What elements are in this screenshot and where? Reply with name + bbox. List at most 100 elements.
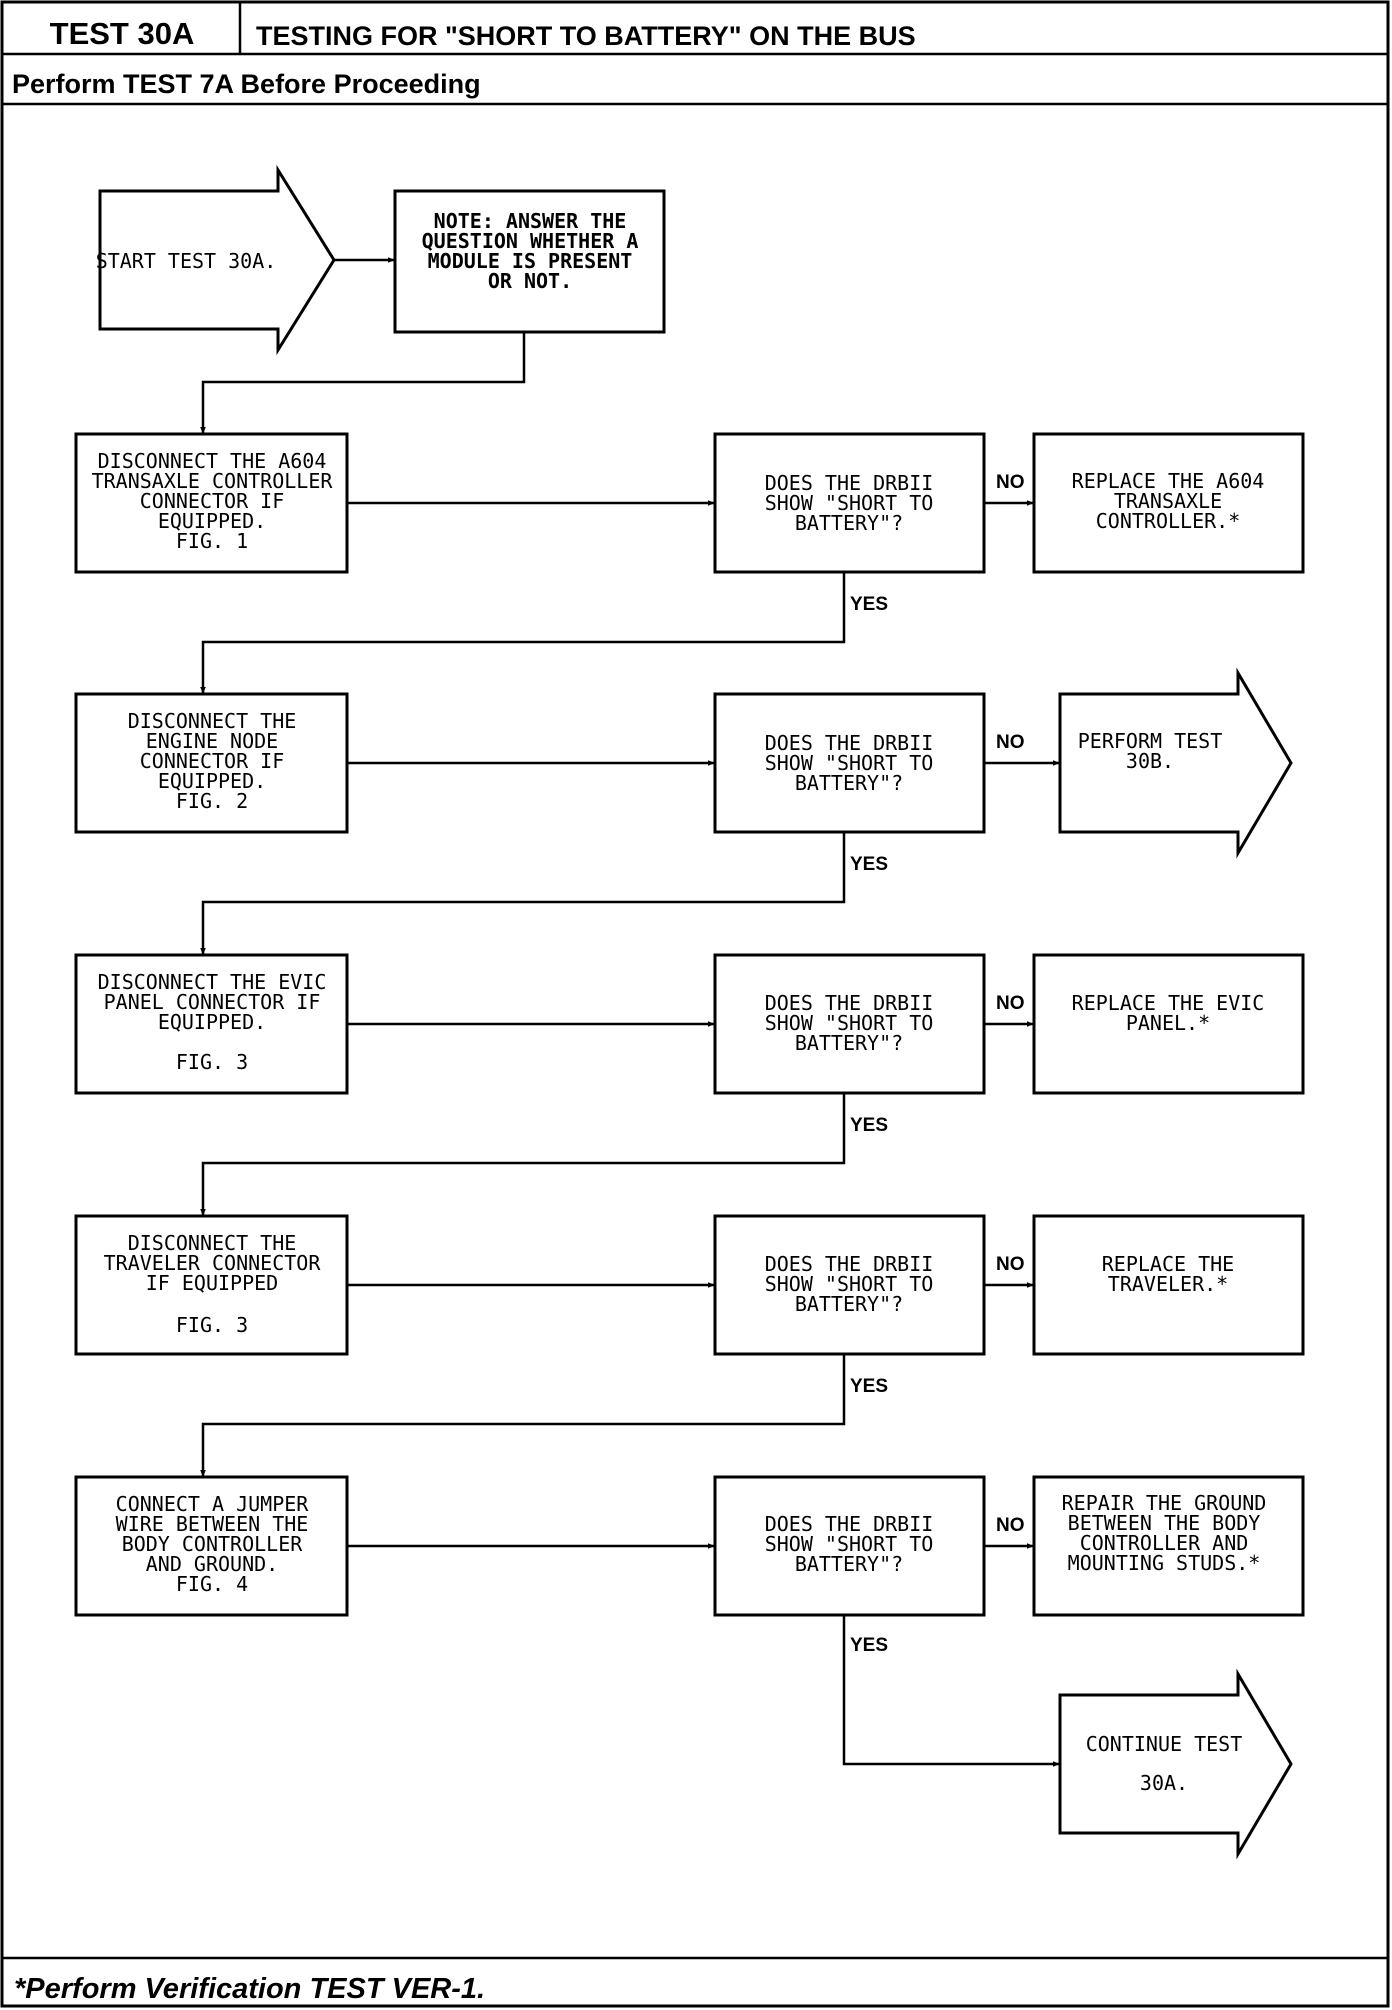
action-line: EQUIPPED. [158,509,266,533]
connector-yes [200,832,846,955]
question-line: BATTERY"? [795,511,903,535]
question-line: SHOW "SHORT TO [765,1272,934,1296]
action-line: EQUIPPED. [158,769,266,793]
question-line: DOES THE DRBII [765,1512,934,1536]
result-line: 30B. [1126,749,1174,773]
question-line: DOES THE DRBII [765,731,934,755]
question-line: BATTERY"? [795,771,903,795]
note-line: MODULE IS PRESENT [428,249,633,273]
action-line: CONNECTOR IF [140,489,285,513]
action-line: ENGINE NODE [146,729,278,753]
result-line: TRAVELER.* [1108,1272,1228,1296]
result-line: MOUNTING STUDS.* [1068,1551,1261,1575]
footer-note: *Perform Verification TEST VER-1. [14,1973,485,2005]
question-line: DOES THE DRBII [765,991,934,1015]
yes-label: YES [850,854,888,875]
question-line: SHOW "SHORT TO [765,491,934,515]
step-4: DISCONNECT THE TRAVELER CONNECTOR IF EQU… [74,1214,1305,1477]
result-line: REPLACE THE [1102,1252,1234,1276]
yes-label: YES [850,1635,888,1656]
action-line: FIG. 3 [176,1313,248,1337]
result-line: REPLACE THE EVIC [1072,991,1265,1015]
no-label: NO [996,1515,1025,1536]
note-line: NOTE: ANSWER THE [434,209,627,233]
no-label: NO [996,993,1025,1014]
question-line: DOES THE DRBII [765,1252,934,1276]
note-line: QUESTION WHETHER A [422,229,639,253]
action-line: DISCONNECT THE A604 [98,449,327,473]
note-line: OR NOT. [488,269,572,293]
end-line: 30A. [1140,1771,1188,1795]
action-line: FIG. 3 [176,1050,248,1074]
action-line: FIG. 2 [176,789,248,813]
connector-yes [842,1615,1060,1767]
action-line: DISCONNECT THE [128,709,297,733]
yes-label: YES [850,1376,888,1397]
result-line: REPLACE THE A604 [1072,469,1265,493]
result-box-3 [1032,953,1305,1095]
test-id: TEST 30A [50,16,195,51]
page-title: TESTING FOR "SHORT TO BATTERY" ON THE BU… [256,21,916,51]
step-1: DISCONNECT THE A604 TRANSAXLE CONTROLLER… [74,432,1305,694]
action-line: CONNECT A JUMPER [116,1492,310,1516]
yes-label: YES [850,594,888,615]
step-3: DISCONNECT THE EVIC PANEL CONNECTOR IF E… [74,953,1305,1216]
end-line: CONTINUE TEST [1086,1732,1243,1756]
action-line: CONNECTOR IF [140,749,285,773]
result-box-1 [1032,432,1305,574]
action-line: DISCONNECT THE [128,1231,297,1255]
yes-label: YES [850,1115,888,1136]
question-box-1 [713,432,986,574]
question-box-2 [713,692,986,834]
action-line: PANEL CONNECTOR IF [104,990,321,1014]
action-box-2 [74,692,349,834]
start-label: START TEST 30A. [96,249,277,273]
step-5: CONNECT A JUMPER WIRE BETWEEN THE BODY C… [74,1475,1305,1767]
action-line: IF EQUIPPED [146,1271,278,1295]
start-arrow-shape [98,164,336,356]
action-line: WIRE BETWEEN THE [116,1512,309,1536]
question-line: BATTERY"? [795,1031,903,1055]
result-box-5 [1032,1475,1305,1617]
end-arrow-shape [1058,1668,1293,1860]
action-line: FIG. 4 [176,1572,248,1596]
question-line: BATTERY"? [795,1552,903,1576]
no-label: NO [996,472,1025,493]
action-line: AND GROUND. [146,1552,278,1576]
question-box-5 [713,1475,986,1617]
connector-yes [200,1093,846,1216]
result-line: TRANSAXLE [1114,489,1222,513]
question-line: SHOW "SHORT TO [765,1011,934,1035]
result-arrow-2 [1058,667,1293,859]
result-line: BETWEEN THE BODY [1068,1511,1261,1535]
action-box-3 [74,953,349,1095]
result-line: PANEL.* [1126,1011,1210,1035]
question-line: BATTERY"? [795,1292,903,1316]
note-box [393,189,666,334]
result-line: CONTROLLER AND [1080,1531,1249,1555]
action-line: TRANSAXLE CONTROLLER [92,469,334,493]
action-line: DISCONNECT THE EVIC [98,970,327,994]
result-line: CONTROLLER.* [1096,509,1241,533]
action-line: EQUIPPED. [158,1010,266,1034]
result-box-4 [1032,1214,1305,1356]
action-box-4 [74,1214,349,1356]
step-2: DISCONNECT THE ENGINE NODE CONNECTOR IF … [74,667,1293,955]
action-line: TRAVELER CONNECTOR [104,1251,322,1275]
action-box-5 [74,1475,349,1617]
question-line: DOES THE DRBII [765,471,934,495]
page-subtitle: Perform TEST 7A Before Proceeding [12,69,481,99]
connector-yes [200,572,846,694]
result-line: PERFORM TEST [1078,729,1223,753]
action-line: BODY CONTROLLER [122,1532,304,1556]
question-line: SHOW "SHORT TO [765,1532,934,1556]
connector-note-to-step1 [200,332,526,434]
result-line: REPAIR THE GROUND [1062,1491,1267,1515]
note-text: NOTE: ANSWER THE QUESTION WHETHER A MODU… [422,209,639,293]
no-label: NO [996,732,1025,753]
question-line: SHOW "SHORT TO [765,751,934,775]
action-line: FIG. 1 [176,529,248,553]
connector-yes [200,1354,846,1477]
